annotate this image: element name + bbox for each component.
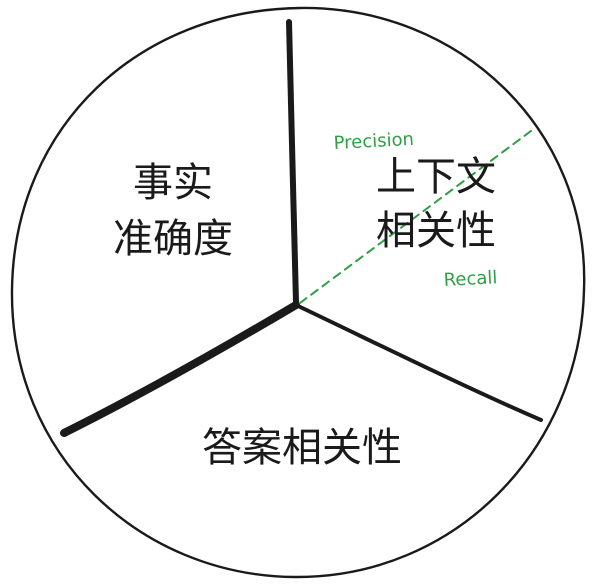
precision-label: Precision (333, 129, 414, 154)
precision-recall-dashed-line (299, 127, 536, 304)
divider-line-bottom-right (294, 303, 543, 422)
right-section-label-line2: 相关性 (376, 208, 496, 254)
outer-circle (10, 6, 586, 579)
divider-line-top (286, 19, 299, 305)
left-section-label-line1: 事实 (133, 160, 213, 206)
left-section-label-line2: 准确度 (113, 216, 233, 262)
bottom-section-label: 答案相关性 (202, 425, 402, 471)
divider-line-bottom-left (60, 301, 300, 437)
right-section-label-line1: 上下文 (376, 154, 496, 200)
recall-label: Recall (443, 267, 498, 291)
